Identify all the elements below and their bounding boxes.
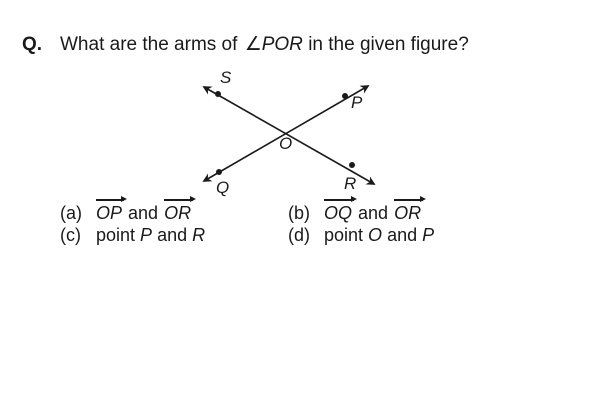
option-d-point-2: P <box>422 225 435 245</box>
option-c-point-1: P <box>140 225 153 245</box>
option-d-point-1: O <box>368 225 383 245</box>
option-a-ray-2-text: OR <box>164 203 192 223</box>
label-r: R <box>344 174 356 193</box>
question-text-after: in the given figure? <box>302 34 469 55</box>
option-a-ray-2: OR <box>164 196 197 225</box>
option-b-letter: (b) <box>288 203 310 223</box>
label-s: S <box>220 68 232 87</box>
option-c-conj: and <box>152 225 193 245</box>
option-b-ray-2-text: OR <box>394 203 422 223</box>
point-s-dot <box>215 91 221 97</box>
ray-arrow-icon <box>394 196 427 202</box>
option-a-conj: and <box>128 203 159 223</box>
option-d-pre: point <box>324 225 369 245</box>
ray-arrow-icon <box>96 196 128 202</box>
option-c[interactable]: (c) point P and R <box>60 223 205 247</box>
option-d[interactable]: (d) point O and P <box>288 223 434 247</box>
option-d-conj: and <box>382 225 423 245</box>
label-p: P <box>351 93 363 112</box>
option-d-letter: (d) <box>288 225 310 245</box>
angle-symbol: ∠ <box>244 34 262 55</box>
option-c-letter: (c) <box>60 225 81 245</box>
option-c-point-2: R <box>192 225 206 245</box>
ray-arrow-icon <box>324 196 358 202</box>
option-a-ray-1-text: OP <box>96 203 123 223</box>
option-b-conj: and <box>358 203 389 223</box>
option-b-ray-1: OQ <box>324 196 358 225</box>
option-a-ray-1: OP <box>96 196 128 225</box>
option-a-letter: (a) <box>60 203 82 223</box>
question-text-before: What are the arms of <box>60 34 243 55</box>
point-q-dot <box>216 169 222 175</box>
point-p-dot <box>342 93 348 99</box>
label-o: O <box>279 134 292 153</box>
option-b-ray-2: OR <box>394 196 427 225</box>
ray-arrow-icon <box>164 196 197 202</box>
option-c-pre: point <box>96 225 141 245</box>
question: Q. What are the arms of ∠POR in the given… <box>22 32 469 58</box>
line-qp <box>202 85 370 182</box>
question-label: Q. <box>22 34 43 55</box>
option-b-ray-1-text: OQ <box>324 203 353 223</box>
angle-name: POR <box>261 34 303 55</box>
label-q: Q <box>216 178 229 197</box>
point-r-dot <box>349 162 355 168</box>
